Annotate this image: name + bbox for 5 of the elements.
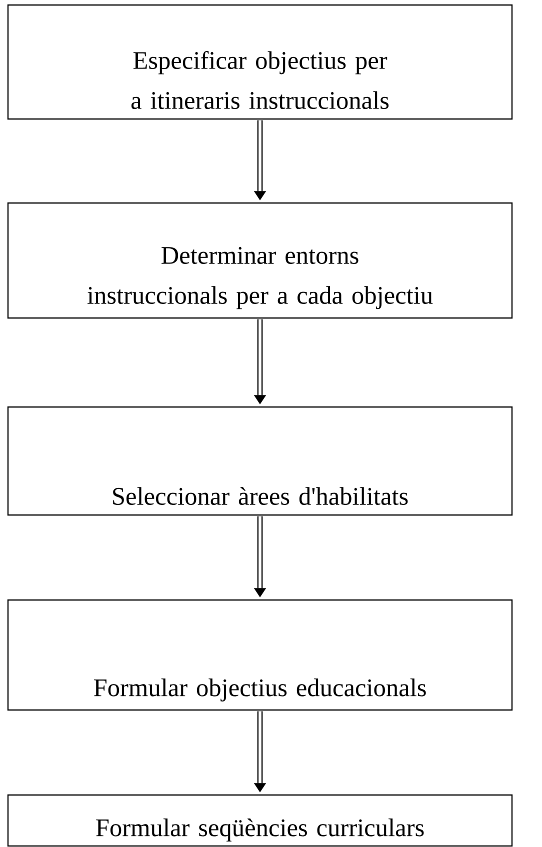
process-box: Formular objectius educacionals (7, 599, 513, 711)
process-box: Especificar objectius per a itineraris instruccionals (7, 4, 513, 120)
process-box: Seleccionar àrees d'habilitats (7, 406, 513, 516)
process-box: Formular seqüències curriculars (7, 794, 513, 847)
process-box: Determinar entorns instruccionals per a cada objectiu (7, 202, 513, 319)
